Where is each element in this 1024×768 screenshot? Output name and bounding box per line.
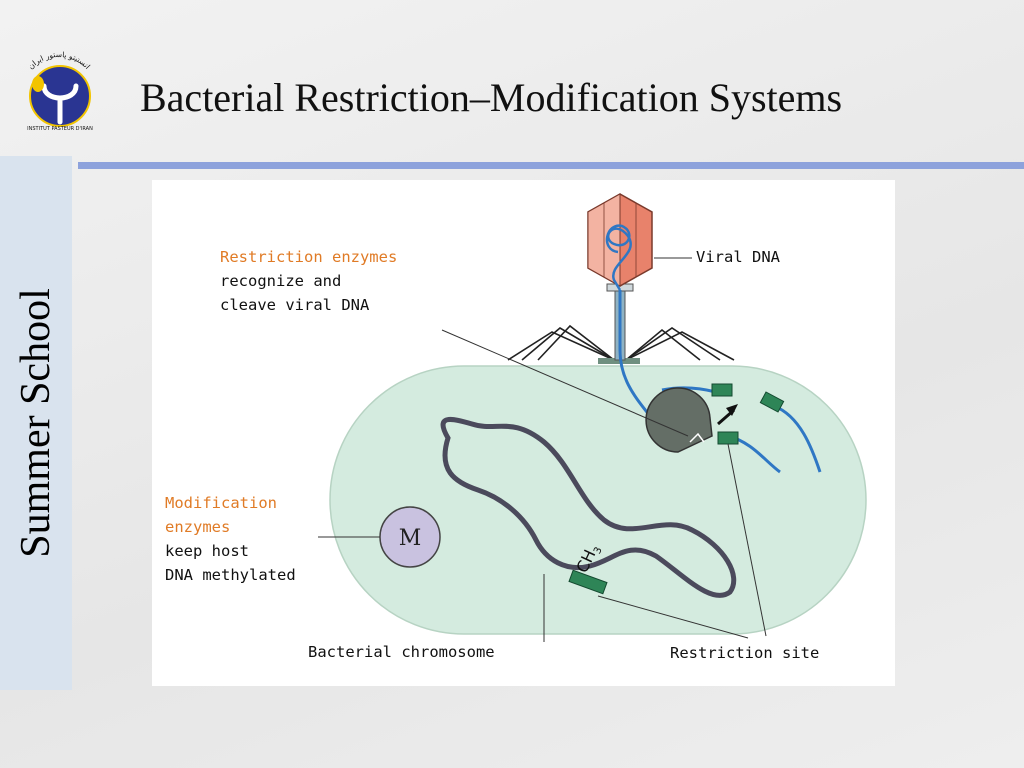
- side-band: [0, 156, 72, 690]
- restriction-enzymes-title: Restriction enzymes: [220, 248, 398, 266]
- slide-title: Bacterial Restriction–Modification Syste…: [140, 75, 843, 120]
- restriction-enzymes-desc: recognize and: [220, 272, 342, 290]
- modification-enzymes-title: enzymes: [165, 518, 231, 536]
- phage-head: [587, 193, 653, 287]
- leader-lines: [318, 257, 767, 642]
- viral-dna-label: Viral DNA: [696, 248, 780, 266]
- viral-dna-fragment: [773, 404, 822, 473]
- viral-dna-packaged: [605, 224, 632, 291]
- modification-desc: keep host: [165, 542, 249, 560]
- restriction-site: [711, 383, 733, 397]
- bacterial-cell: [329, 365, 867, 635]
- phage-tail-fibers: [507, 324, 735, 361]
- restriction-site: [717, 431, 739, 445]
- cut-site: [689, 432, 705, 443]
- restriction-site-label: Restriction site: [670, 644, 820, 662]
- methylated-restriction-site: [568, 569, 608, 595]
- institut-pasteur-logo: انستیتو پاستور ایران INSTITUT PASTEUR D'…: [26, 50, 93, 132]
- phage-baseplate: [598, 358, 640, 364]
- bacterial-chromosome: [440, 416, 737, 598]
- side-band-label: Summer School: [13, 288, 59, 558]
- title-divider: [78, 162, 1024, 169]
- rm-system-diagram: CH3 M Restriction enzymes recognize and …: [152, 180, 895, 686]
- cleavage-arrowhead: [726, 404, 738, 416]
- restriction-enzymes-desc: cleave viral DNA: [220, 296, 370, 314]
- svg-text:INSTITUT PASTEUR D'IRAN: INSTITUT PASTEUR D'IRAN: [27, 126, 93, 132]
- restriction-site: [759, 391, 785, 413]
- modification-desc: DNA methylated: [165, 566, 296, 584]
- diagram-drawing: CH3 M: [318, 193, 867, 642]
- modification-enzymes-title: Modification: [165, 494, 277, 512]
- methylase-symbol: M: [399, 526, 422, 551]
- bacterial-chromosome-label: Bacterial chromosome: [308, 643, 495, 661]
